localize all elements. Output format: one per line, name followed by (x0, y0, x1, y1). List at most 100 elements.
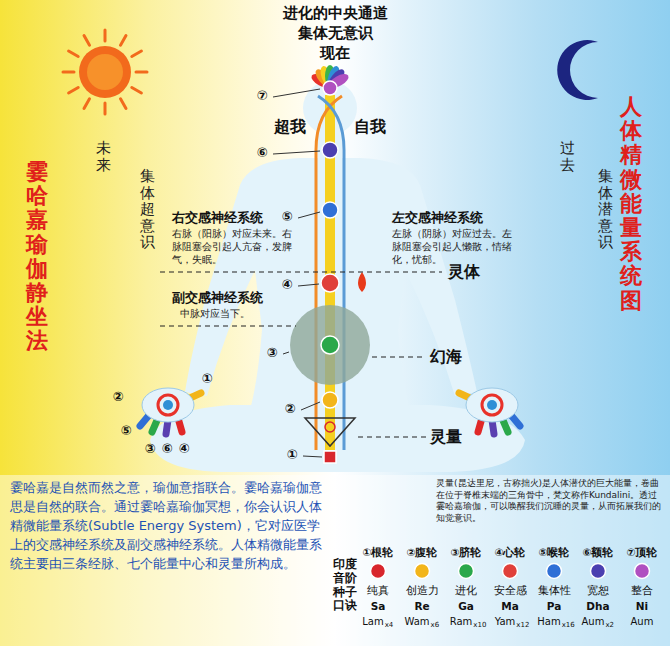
chakra-quality: 安全感 (494, 584, 527, 597)
chakra-quality: 整合 (631, 584, 653, 597)
callout-number: ⑦ (256, 89, 267, 104)
table-row-heading: 印度音阶种子口诀 (333, 558, 357, 613)
left-hand (163, 400, 173, 410)
leader-line (273, 89, 320, 97)
callout-number: ④ (178, 442, 189, 457)
sun-symbol (136, 71, 147, 74)
callout-number: ⑤ (120, 424, 131, 439)
leader-line (298, 212, 320, 218)
callout-number: ① (201, 372, 212, 387)
sun-symbol (63, 30, 147, 114)
intro-paragraph: 霎哈嘉是自然而然之意，瑜伽意指联合。霎哈嘉瑜伽意思是自然的联合。通过霎哈嘉瑜伽冥… (10, 478, 324, 573)
leader-line (298, 284, 319, 286)
sacrum-triangle (305, 418, 355, 446)
chakra-icon (459, 564, 474, 579)
heading-text: 集体无意识 (298, 24, 373, 42)
callout-number: ⑤ (281, 210, 292, 225)
system-heading: 副交感神经系统 (172, 290, 263, 305)
zone-divider (358, 436, 426, 437)
seed-mantra: Wam (404, 616, 429, 628)
left-hand (140, 388, 201, 434)
spine-chakras (322, 392, 338, 408)
callout-number: ⑥ (161, 442, 172, 457)
sun-symbol (104, 103, 107, 114)
spine-chakras (322, 142, 338, 158)
void-circle (290, 305, 370, 385)
ego-label: 自我 (354, 118, 386, 136)
heading-text: 现在 (320, 44, 350, 62)
system-heading: 右交感神经系统 (172, 210, 263, 225)
leader-line (303, 456, 322, 457)
seed-mantra: Yam (495, 616, 516, 628)
repeat-count: x10 (473, 621, 486, 629)
spine-chakras (322, 202, 338, 218)
sun-symbol (121, 99, 127, 109)
spine-chakras (321, 336, 339, 354)
chakra-icon (371, 564, 650, 579)
repeat-count: x4 (385, 621, 394, 629)
energy-channels (316, 96, 342, 450)
callout-number: ① (286, 448, 297, 463)
void-circle (290, 305, 370, 385)
sacrum-triangle (325, 422, 335, 432)
sun-symbol (132, 88, 142, 94)
chakra-quality: 进化 (455, 584, 477, 597)
sun-symbol (104, 30, 107, 41)
right-hand (459, 388, 520, 434)
chakra-name: ②腹轮 (407, 546, 438, 559)
consciousness-label: 集体超意识 (140, 168, 155, 251)
sun-symbol (132, 51, 142, 57)
kundalini-note: 灵量(昆达里尼，古称拙火)是人体潜伏的巨大能量，卷曲在位于脊椎末端的三角骨中，梵… (436, 478, 662, 524)
time-label: 过去 (560, 140, 575, 173)
callout-number: ② (284, 402, 295, 417)
spine-chakras (321, 274, 339, 292)
zone-label: 灵量 (430, 428, 462, 446)
callout-number: ② (112, 390, 123, 405)
chakra-icon (503, 564, 518, 579)
repeat-count: x12 (516, 621, 529, 629)
chakra-quality: 创造力 (406, 584, 439, 597)
spine-chakras (324, 451, 336, 463)
chakra-quality: 纯真 (367, 584, 389, 597)
repeat-count: x2 (605, 621, 614, 629)
scale-note: Sa (371, 600, 386, 613)
heart-flame (358, 272, 366, 292)
chakra-name: ④心轮 (495, 546, 526, 559)
chakra-name: ⑤喉轮 (539, 546, 570, 559)
sun-symbol (69, 51, 79, 57)
left-hand (158, 395, 178, 415)
zone-divider (160, 272, 442, 437)
chakra-quality: 宽恕 (587, 584, 609, 597)
sacrum-triangle (305, 418, 355, 446)
leader-line (301, 402, 320, 410)
scale-note: Dha (586, 600, 609, 613)
seed-mantra: Ham (537, 616, 560, 628)
zone-divider (160, 325, 296, 326)
leader-line (273, 89, 322, 457)
system-note: 左脉（阴脉）对应过去。左脉阻塞会引起人懒散，情绪化，忧郁。 (392, 227, 520, 266)
leader-line (283, 352, 289, 354)
heart-flame (358, 272, 366, 292)
side-title: 人体精微能量系统图 (620, 95, 642, 313)
chakra-name: ⑥额轮 (583, 546, 614, 559)
sun-symbol (84, 99, 90, 109)
right-hand (466, 388, 518, 422)
scale-note: Ni (636, 600, 648, 613)
chakra-icon (371, 564, 386, 579)
energy-channels (316, 95, 344, 450)
callout-number: ③ (144, 442, 155, 457)
zone-label: 幻海 (430, 348, 462, 366)
scale-note: Re (414, 600, 429, 613)
chakra-quality: 集体性 (538, 584, 571, 597)
seed-mantra: Aum (631, 616, 654, 628)
repeat-count: x6 (431, 621, 440, 629)
scale-note: Pa (547, 600, 562, 613)
scale-note: Ga (458, 600, 474, 613)
sun-symbol (121, 36, 127, 46)
consciousness-label: 集体潜意识 (598, 168, 613, 251)
heading-text: 进化的中央通道 (283, 4, 388, 22)
energy-channels (318, 96, 344, 450)
chakra-icon (415, 564, 430, 579)
sun-symbol (63, 30, 147, 114)
